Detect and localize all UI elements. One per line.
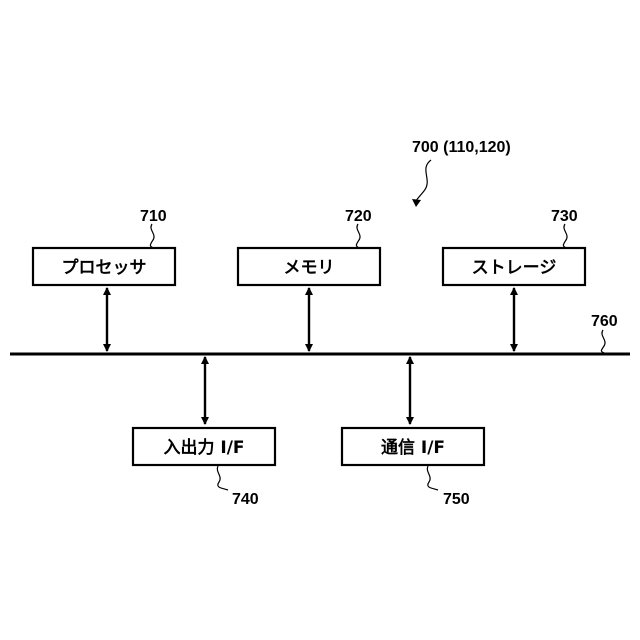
processor-block: プロセッサ bbox=[33, 248, 175, 285]
processor-label: プロセッサ bbox=[62, 257, 147, 278]
storage-block: ストレージ bbox=[443, 248, 585, 285]
io-interface-ref-number: 740 bbox=[232, 491, 259, 508]
storage-label: ストレージ bbox=[472, 258, 557, 278]
processor-ref-leader bbox=[150, 224, 154, 248]
comm-interface-ref-leader bbox=[427, 466, 438, 490]
processor-ref-number: 710 bbox=[140, 208, 167, 225]
comm-interface-block: 通信 I/F bbox=[342, 428, 484, 465]
comm-interface-ref-number: 750 bbox=[443, 491, 470, 508]
memory-ref-number: 720 bbox=[345, 208, 372, 225]
system-reference-label: 700 (110,120) bbox=[412, 139, 511, 156]
memory-label: メモリ bbox=[284, 258, 335, 278]
bus-ref-leader bbox=[601, 330, 605, 353]
comm-interface-label: 通信 I/F bbox=[381, 437, 445, 458]
io-interface-label: 入出力 I/F bbox=[163, 437, 244, 458]
system-leader-arrowhead bbox=[412, 199, 421, 207]
memory-ref-leader bbox=[356, 224, 360, 248]
io-interface-block: 入出力 I/F bbox=[133, 428, 275, 465]
io-interface-ref-leader bbox=[217, 466, 228, 490]
storage-ref-number: 730 bbox=[551, 208, 578, 225]
memory-block: メモリ bbox=[238, 248, 380, 285]
bus-ref-number: 760 bbox=[591, 313, 618, 330]
storage-ref-leader bbox=[563, 224, 567, 248]
system-leader-arrow bbox=[416, 160, 431, 205]
